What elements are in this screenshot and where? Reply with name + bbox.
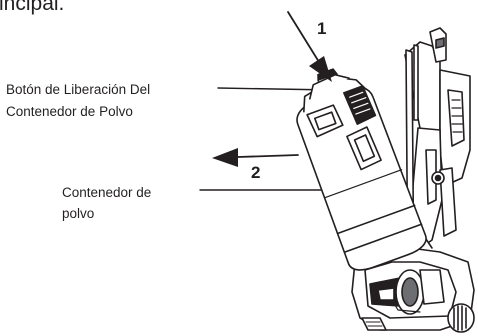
page-heading-fragment: incipal. [0,0,65,15]
dust-container-label-line-1: Contenedor de [62,185,152,200]
arrow-2-shaft [237,154,299,158]
dust-container-label-line-2: polvo [62,206,95,221]
arrow-1-shaft [287,11,320,63]
arrow-2-head [212,148,238,167]
dust-container-canister [296,68,427,271]
step-number-2: 2 [251,163,261,182]
step-number-1: 1 [317,19,327,38]
release-button-label-line-1: Botón de Liberación Del [6,82,151,97]
release-button-label-line-2: Contenedor de Polvo [6,104,133,119]
arrow-1-head [309,56,332,82]
